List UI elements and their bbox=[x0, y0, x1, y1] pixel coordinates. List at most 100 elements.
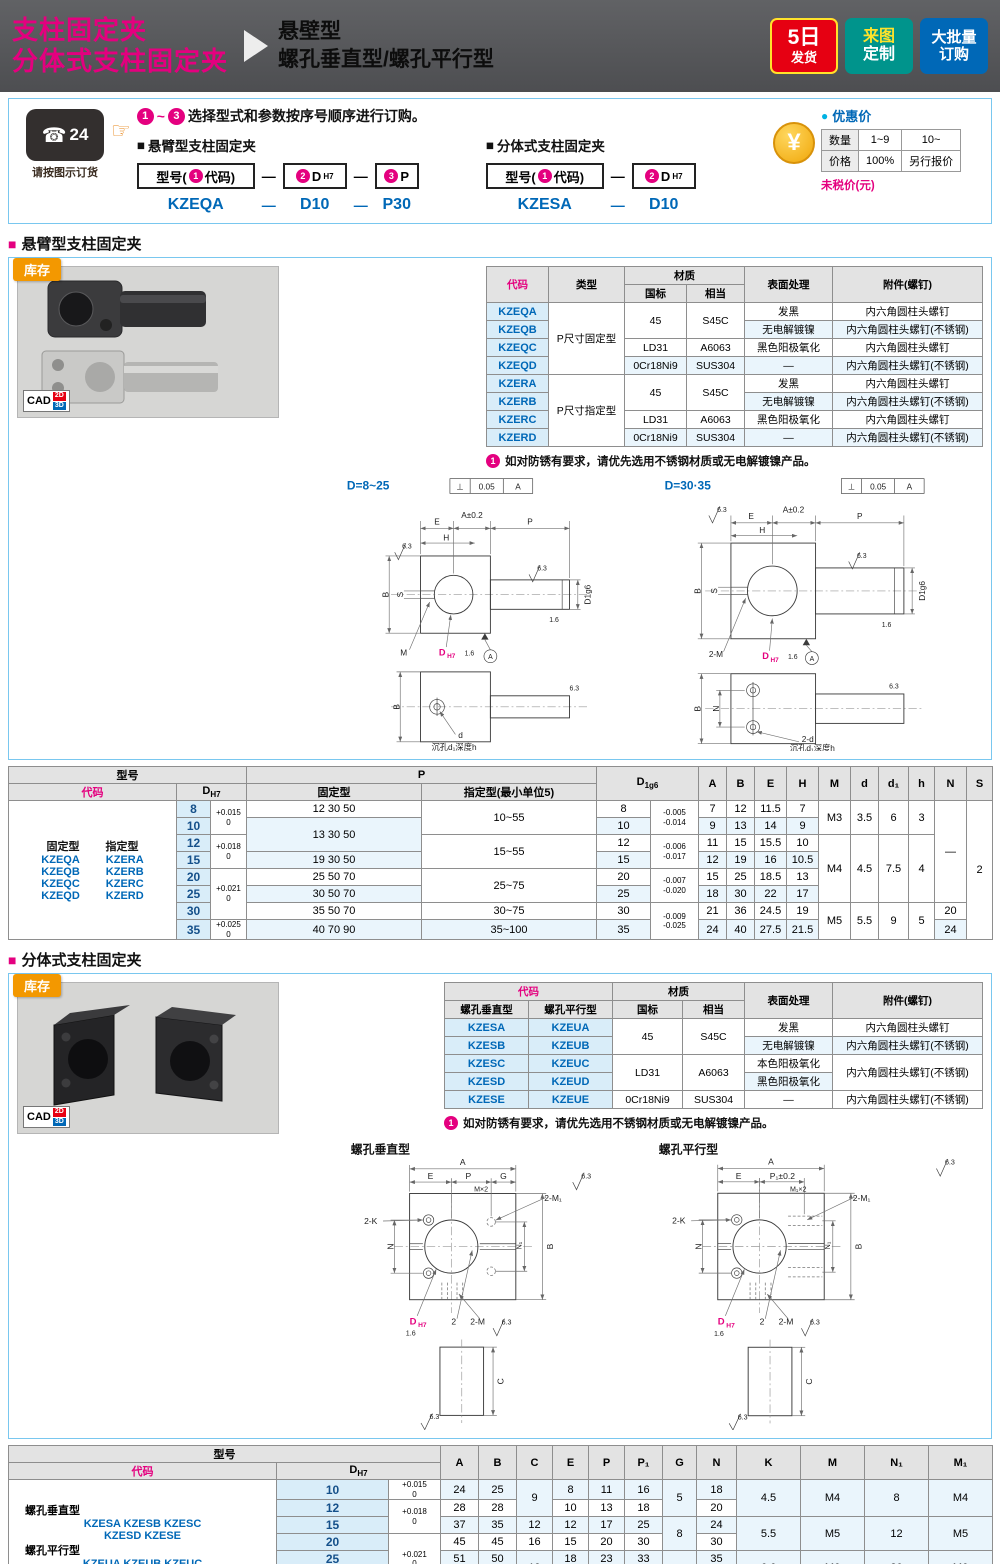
dim-cell: M5 bbox=[800, 1516, 865, 1552]
cad-label: CAD bbox=[27, 395, 51, 408]
dim-label-n1: N₁ bbox=[516, 1241, 524, 1249]
box-sub: H7 bbox=[323, 171, 334, 181]
spec-row: KZEQD 0Cr18Ni9 SUS304 — 内六角圆柱头螺钉(不锈钢) bbox=[486, 356, 983, 375]
page-title-line2: 分体式支柱固定夹 bbox=[12, 46, 229, 76]
drawings-row-1: D=8~25 ⊥ 0.05 A E A±0.2 P bbox=[17, 475, 983, 751]
square-bullet: ■ bbox=[8, 235, 17, 252]
p-fixed-cell: 35 50 70 bbox=[246, 902, 422, 920]
dim-cell: — bbox=[934, 800, 967, 903]
dim-cell: 51 bbox=[440, 1550, 479, 1564]
dim-cell: 10.5 bbox=[786, 851, 819, 869]
surface-cell: 无电解镀镍 bbox=[744, 392, 833, 411]
dim-cell: 12 bbox=[726, 800, 755, 818]
col-header: M bbox=[818, 766, 851, 801]
dim-cell: 28 bbox=[478, 1499, 517, 1518]
note-text: 如对防锈有要求，请优先选用不锈钢材质或无电解镀镍产品。 bbox=[463, 1118, 774, 1131]
dim-label-dh7-sub: H7 bbox=[447, 653, 456, 660]
box-text: D bbox=[660, 168, 671, 184]
code-cell: KZERC bbox=[486, 410, 549, 429]
dim-cell: 11 bbox=[698, 834, 727, 852]
table-row: 30 35 50 70 30~75 30 -0.009-0.025 21 36 … bbox=[9, 901, 993, 941]
price-value: 另行报价 bbox=[901, 150, 962, 172]
cad-3d-label: 3D bbox=[52, 1117, 66, 1127]
dim-label-h: H bbox=[759, 526, 765, 535]
product-photo-box: 库存 CAD 2 bbox=[13, 258, 279, 418]
dim-cell: 24 bbox=[696, 1516, 737, 1535]
d-cell: 20 bbox=[176, 868, 211, 886]
dim-label-e: E bbox=[434, 518, 440, 527]
material-cell: 0Cr18Ni9 bbox=[624, 356, 687, 375]
col-header: E bbox=[754, 766, 787, 801]
dim-label-s: S bbox=[710, 588, 719, 594]
fixed-type-label: 固定型 bbox=[46, 841, 80, 854]
example-code: KZESA bbox=[517, 196, 572, 213]
accessory-cell: 内六角圆柱头螺钉 bbox=[832, 302, 983, 321]
surface-cell: — bbox=[744, 356, 833, 375]
code-cell: KZEUB bbox=[528, 1036, 613, 1056]
dim-cell: 8 bbox=[552, 1479, 589, 1501]
model-codes: KZESD KZESE bbox=[103, 1530, 181, 1543]
ordering-guide: ☎ 24 请按图示订货 ☞ 1 ~ 3 选择型式和参数按序号顺序进行订购。 ■ … bbox=[8, 98, 992, 224]
badge-text: 5日 bbox=[787, 26, 821, 50]
price-detail: ● 优惠价 数量 1~9 10~ 价格 100% 另行报价 未税价(元) bbox=[821, 106, 962, 216]
cad-2d-label: 2D bbox=[52, 1108, 66, 1117]
dim-cell: 3.5 bbox=[850, 800, 879, 835]
ship-5day-badge: 5日 发货 bbox=[770, 18, 838, 74]
badge-text: 来图 bbox=[862, 27, 895, 45]
price-title: ● 优惠价 bbox=[821, 106, 961, 125]
dim-cell: 10 bbox=[662, 1550, 697, 1564]
dim-cell: 50 bbox=[478, 1550, 517, 1564]
dim-cell: 18 bbox=[696, 1479, 737, 1501]
type-label: 螺孔垂直型 bbox=[25, 1505, 80, 1518]
dim-cell: 9 bbox=[698, 817, 727, 835]
col-header: M bbox=[800, 1445, 865, 1481]
roughness-6-3: 6.3 bbox=[502, 1319, 512, 1327]
dim-cell: 7.5 bbox=[878, 834, 909, 903]
dim-label-d1g6: D1g6 bbox=[918, 581, 927, 601]
col-header: 材质 bbox=[624, 266, 745, 285]
drawing-title: D=8~25 bbox=[347, 479, 390, 493]
col-header-model: 型号 bbox=[8, 766, 247, 784]
dim-label-s: S bbox=[396, 591, 405, 597]
dim-cell: 37 bbox=[440, 1516, 479, 1535]
col-header: 表面处理 bbox=[744, 982, 833, 1020]
custom-order-badge: 来图 定制 bbox=[845, 18, 913, 74]
d-cell: 35 bbox=[176, 918, 211, 941]
roughness-6-3: 6.3 bbox=[738, 1414, 748, 1422]
code-cell: KZEUE bbox=[528, 1090, 613, 1110]
p-fixed-cell: 13 30 50 bbox=[246, 817, 422, 852]
dim-label-b: B bbox=[694, 588, 703, 594]
badge-text: 发货 bbox=[790, 49, 817, 65]
dim-cell: 20 bbox=[864, 1550, 929, 1564]
datum-a: A bbox=[810, 656, 815, 663]
p-spec-cell: 10~55 bbox=[421, 800, 597, 835]
dim-cell: M4 bbox=[818, 834, 851, 903]
roughness-6-3: 6.3 bbox=[810, 1319, 820, 1327]
badge-text: 大批量 bbox=[931, 28, 977, 46]
p-fixed-cell: 25 50 70 bbox=[246, 868, 422, 886]
dim-label-d-hole: d bbox=[458, 731, 463, 740]
tolerance-datum: A bbox=[515, 483, 521, 492]
dash: — bbox=[610, 197, 625, 213]
yen-coin-icon: ¥ bbox=[773, 122, 815, 164]
dim-cell: 40 bbox=[726, 918, 755, 941]
dim-label-g: G bbox=[500, 1171, 507, 1181]
section1-top: 库存 CAD 2 bbox=[13, 258, 983, 469]
section2-heading-text: 分体式支柱固定夹 bbox=[21, 952, 142, 970]
material-cell: SUS304 bbox=[686, 356, 745, 375]
dim-label-slit-2: 2 bbox=[451, 1317, 456, 1327]
model-code: KZERB bbox=[105, 866, 144, 879]
dim-cell: 15 bbox=[726, 834, 755, 852]
phone-icon: ☎ 24 bbox=[26, 109, 104, 161]
dim-cell: 33 bbox=[624, 1550, 663, 1564]
col-header: N₁ bbox=[864, 1445, 929, 1481]
accessory-cell: 内六角圆柱头螺钉 bbox=[832, 338, 983, 357]
spec-row: KZEQB 无电解镀镍 内六角圆柱头螺钉(不锈钢) bbox=[486, 320, 983, 339]
surface-cell: — bbox=[744, 428, 833, 447]
model-code: KZEQD bbox=[41, 890, 80, 903]
col-header: S bbox=[966, 766, 993, 801]
order-example-cantilever: KZEQA — D10 — P30 bbox=[137, 196, 482, 214]
dim-label-p: P bbox=[857, 512, 863, 521]
